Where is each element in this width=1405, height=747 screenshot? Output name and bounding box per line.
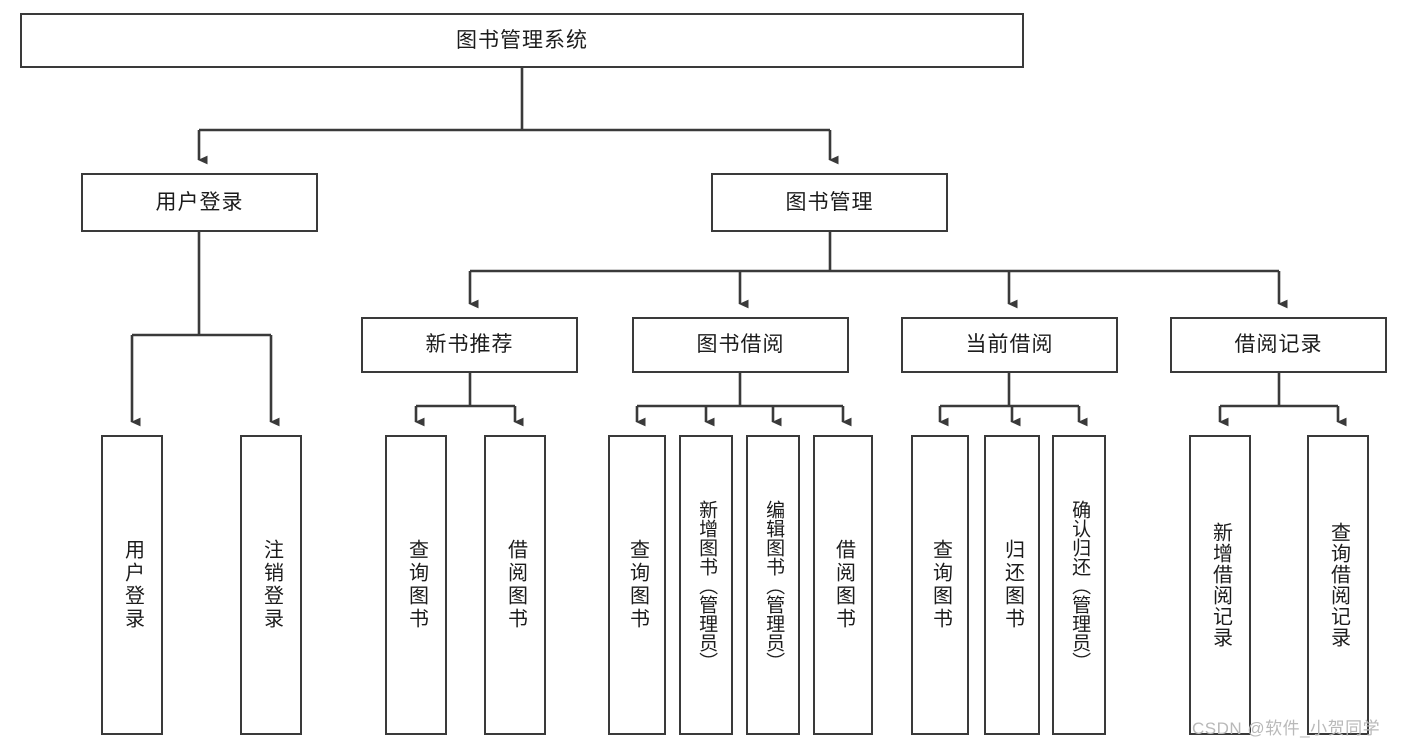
node-label: 图书管理 [785,190,874,214]
edge-user-login-to-leaves [130,232,280,427]
node-leaf-query-books-recommendation[interactable]: 查询图书 [385,435,447,735]
node-label: 新书推荐 [425,333,514,357]
node-leaf-confirm-return-admin[interactable]: 确认归还（管理员） [1052,435,1106,735]
node-label: 用户登录 [155,190,244,214]
node-leaf-logout[interactable]: 注销登录 [240,435,302,735]
edge-current-borrow-to-leaves [938,373,1088,427]
node-leaf-borrow-books-recommendation[interactable]: 借阅图书 [484,435,546,735]
node-label: 新增借阅记录 [1209,522,1232,648]
node-user-login[interactable]: 用户登录 [81,173,318,232]
node-label: 用户登录 [121,539,144,631]
node-label: 借阅记录 [1234,333,1323,357]
node-label: 归还图书 [1001,539,1024,631]
edge-new-book-to-leaves [414,373,524,427]
node-book-borrowing[interactable]: 图书借阅 [632,317,849,373]
node-label: 借阅图书 [832,539,855,631]
node-label: 新增图书（管理员） [696,499,718,671]
node-leaf-query-books-current[interactable]: 查询图书 [911,435,969,735]
node-current-borrowing[interactable]: 当前借阅 [901,317,1118,373]
node-label: 查询图书 [626,539,649,631]
node-label: 查询图书 [405,539,428,631]
node-label: 确认归还（管理员） [1069,499,1091,671]
node-leaf-add-book-admin[interactable]: 新增图书（管理员） [679,435,733,735]
node-root-library-system[interactable]: 图书管理系统 [20,13,1024,68]
edge-book-borrow-to-leaves [635,373,852,427]
node-label: 图书借阅 [696,333,785,357]
node-label: 图书管理系统 [456,28,588,52]
node-label: 查询图书 [929,539,952,631]
node-leaf-query-borrow-record[interactable]: 查询借阅记录 [1307,435,1369,735]
node-label: 查询借阅记录 [1327,522,1350,648]
edge-root-to-level2 [197,68,839,165]
node-leaf-query-books-borrowing[interactable]: 查询图书 [608,435,666,735]
node-label: 借阅图书 [504,539,527,631]
node-label: 当前借阅 [965,333,1054,357]
node-new-book-recommendation[interactable]: 新书推荐 [361,317,578,373]
edge-borrow-record-to-leaves [1218,373,1347,427]
node-borrowing-records[interactable]: 借阅记录 [1170,317,1387,373]
node-leaf-borrow-books-borrowing[interactable]: 借阅图书 [813,435,873,735]
edge-book-mgmt-to-level3 [468,232,1288,309]
node-label: 注销登录 [260,539,283,631]
node-book-management[interactable]: 图书管理 [711,173,948,232]
node-leaf-add-borrow-record[interactable]: 新增借阅记录 [1189,435,1251,735]
node-leaf-edit-book-admin[interactable]: 编辑图书（管理员） [746,435,800,735]
node-leaf-user-login[interactable]: 用户登录 [101,435,163,735]
node-label: 编辑图书（管理员） [763,499,785,671]
node-leaf-return-books[interactable]: 归还图书 [984,435,1040,735]
